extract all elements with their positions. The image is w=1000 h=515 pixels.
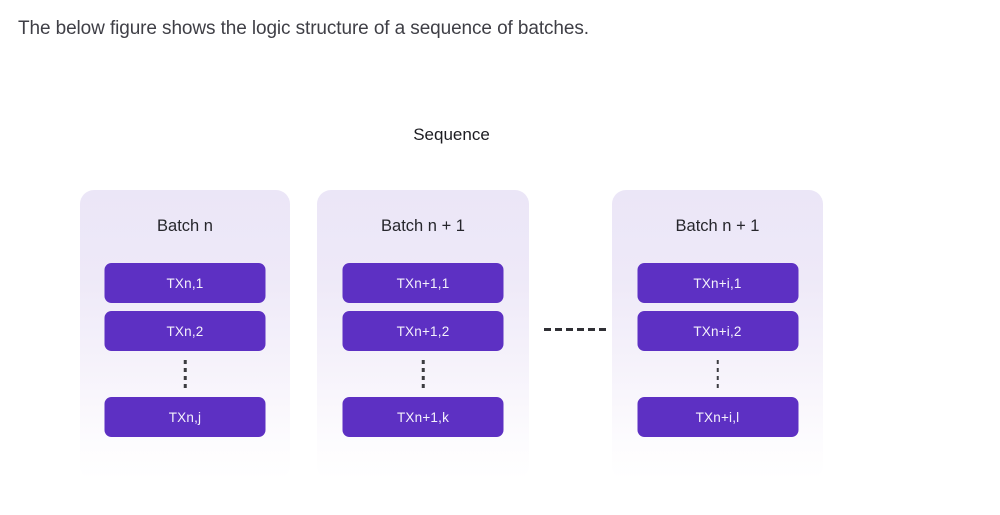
transaction-box: TXn+i,l: [637, 397, 798, 437]
batch-title: Batch n + 1: [381, 217, 465, 235]
transaction-box: TXn+1,1: [342, 263, 504, 303]
vertical-ellipsis-icon: [421, 360, 425, 390]
transaction-box: TXn,2: [104, 311, 266, 351]
transaction-box: TXn+1,k: [342, 397, 504, 437]
transaction-box: TXn+i,2: [637, 311, 798, 351]
transaction-box: TXn+i,1: [637, 263, 798, 303]
vertical-ellipsis-icon: [716, 360, 719, 390]
omitted-batches-dashed-line: [544, 328, 608, 331]
batch-card-n: Batch n TXn,1 TXn,2 TXn,j: [80, 190, 290, 480]
batch-title: Batch n: [157, 217, 213, 235]
figure-caption: The below figure shows the logic structu…: [18, 18, 589, 39]
batch-card-n-plus-i: Batch n + 1 TXn+i,1 TXn+i,2 TXn+i,l: [612, 190, 823, 480]
batch-card-n-plus-1: Batch n + 1 TXn+1,1 TXn+1,2 TXn+1,k: [317, 190, 529, 480]
transaction-box: TXn,1: [104, 263, 266, 303]
transaction-box: TXn+1,2: [342, 311, 504, 351]
sequence-title: Sequence: [413, 125, 490, 144]
vertical-ellipsis-icon: [183, 360, 187, 390]
batch-title: Batch n + 1: [675, 217, 760, 235]
transaction-box: TXn,j: [104, 397, 266, 437]
